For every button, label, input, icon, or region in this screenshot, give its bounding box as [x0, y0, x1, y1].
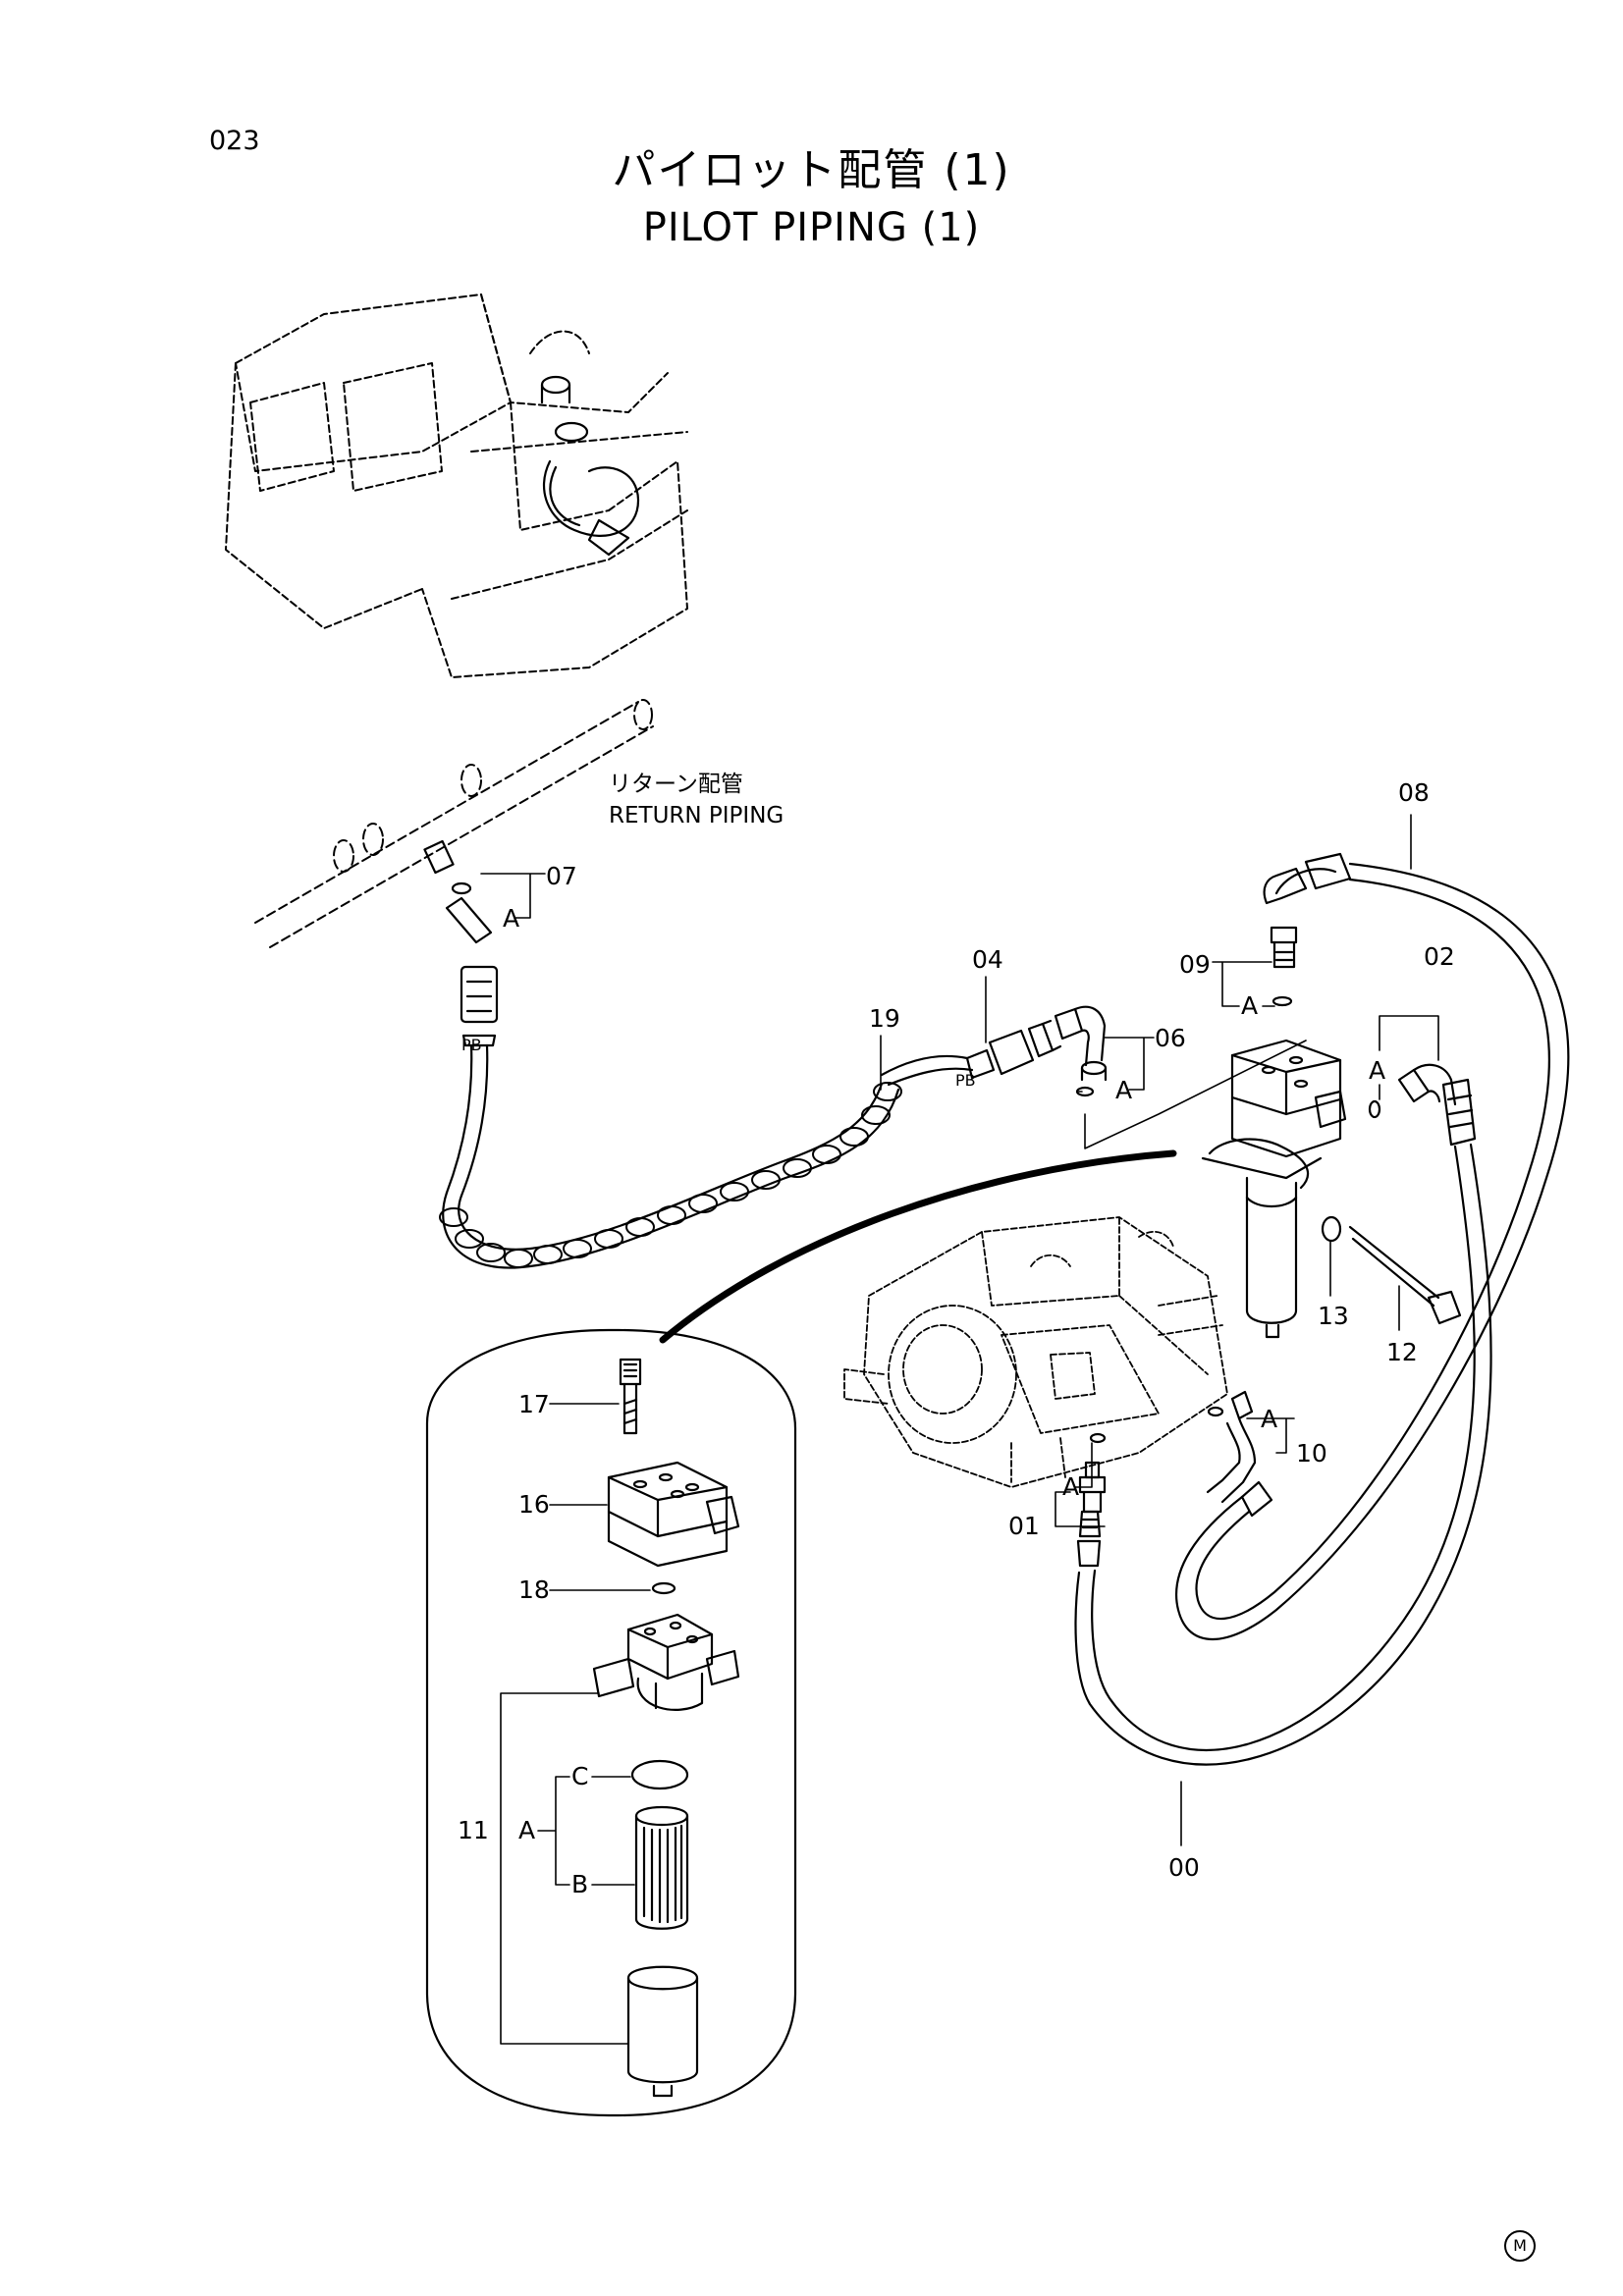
leader-lines — [480, 814, 1439, 1846]
fitting-04 — [965, 1019, 1062, 1080]
callout-c: C — [571, 1762, 589, 1790]
pilot-filter-assembly — [1201, 1039, 1347, 1339]
hydraulic-pump-illustration — [843, 1216, 1228, 1488]
corner-mark: M — [1504, 2230, 1536, 2262]
page-number: 023 — [209, 126, 260, 156]
callout-a-06: A — [1115, 1076, 1133, 1104]
hose-mark-pb-left: PB — [461, 1036, 482, 1054]
part-label-07: 07 — [546, 862, 577, 890]
callout-a-09: A — [1241, 991, 1259, 1020]
part-label-19: 19 — [869, 1004, 900, 1033]
part-label-08: 08 — [1398, 778, 1430, 807]
part-label-01: 01 — [1008, 1512, 1040, 1540]
part-label-10: 10 — [1296, 1439, 1327, 1468]
part-label-06: 06 — [1155, 1024, 1186, 1052]
detail-leader — [659, 1149, 1177, 1344]
part-label-00: 00 — [1168, 1853, 1200, 1882]
part-label-12: 12 — [1386, 1338, 1418, 1366]
hose-00 — [1074, 1078, 1492, 1766]
elbow-02 — [1368, 1063, 1457, 1119]
detail-leaders — [500, 1403, 651, 2045]
return-pipe — [254, 699, 654, 948]
part-label-02: 02 — [1424, 942, 1455, 971]
elbow-06 — [1054, 1005, 1108, 1097]
part-label-13: 13 — [1318, 1302, 1349, 1330]
part-label-09: 09 — [1179, 950, 1211, 979]
excavator-pilot-detail — [540, 375, 640, 557]
part-label-04: 04 — [972, 945, 1003, 974]
callout-a-11: A — [518, 1816, 536, 1844]
callout-a-02: A — [1369, 1056, 1386, 1085]
hose-mark-pb-right: PB — [955, 1071, 976, 1090]
fitting-09 — [1270, 926, 1298, 1007]
callout-a-10: A — [1261, 1405, 1278, 1433]
return-fitting — [423, 839, 493, 944]
detail-parts — [592, 1358, 740, 2098]
callout-b: B — [571, 1870, 589, 1898]
excavator-illustration — [225, 294, 688, 678]
hose-08 — [1175, 852, 1570, 1640]
callout-a-07: A — [503, 904, 520, 933]
callout-a-01: A — [1062, 1472, 1080, 1501]
part-label-16: 16 — [518, 1490, 550, 1519]
return-piping-label-jp: リターン配管 — [609, 772, 743, 797]
part-label-17: 17 — [518, 1390, 550, 1418]
detail-capsule — [425, 1328, 797, 2117]
part-label-18: 18 — [518, 1575, 550, 1604]
part-label-11: 11 — [458, 1816, 489, 1844]
bolt-12 — [1348, 1225, 1462, 1325]
return-piping-label-en: RETURN PIPING — [609, 803, 784, 828]
title-japanese: パイロット配管 (1) — [612, 145, 1011, 195]
title-english: PILOT PIPING (1) — [642, 205, 981, 250]
hose-19 — [439, 965, 974, 1269]
elbow-10 — [1206, 1390, 1257, 1504]
